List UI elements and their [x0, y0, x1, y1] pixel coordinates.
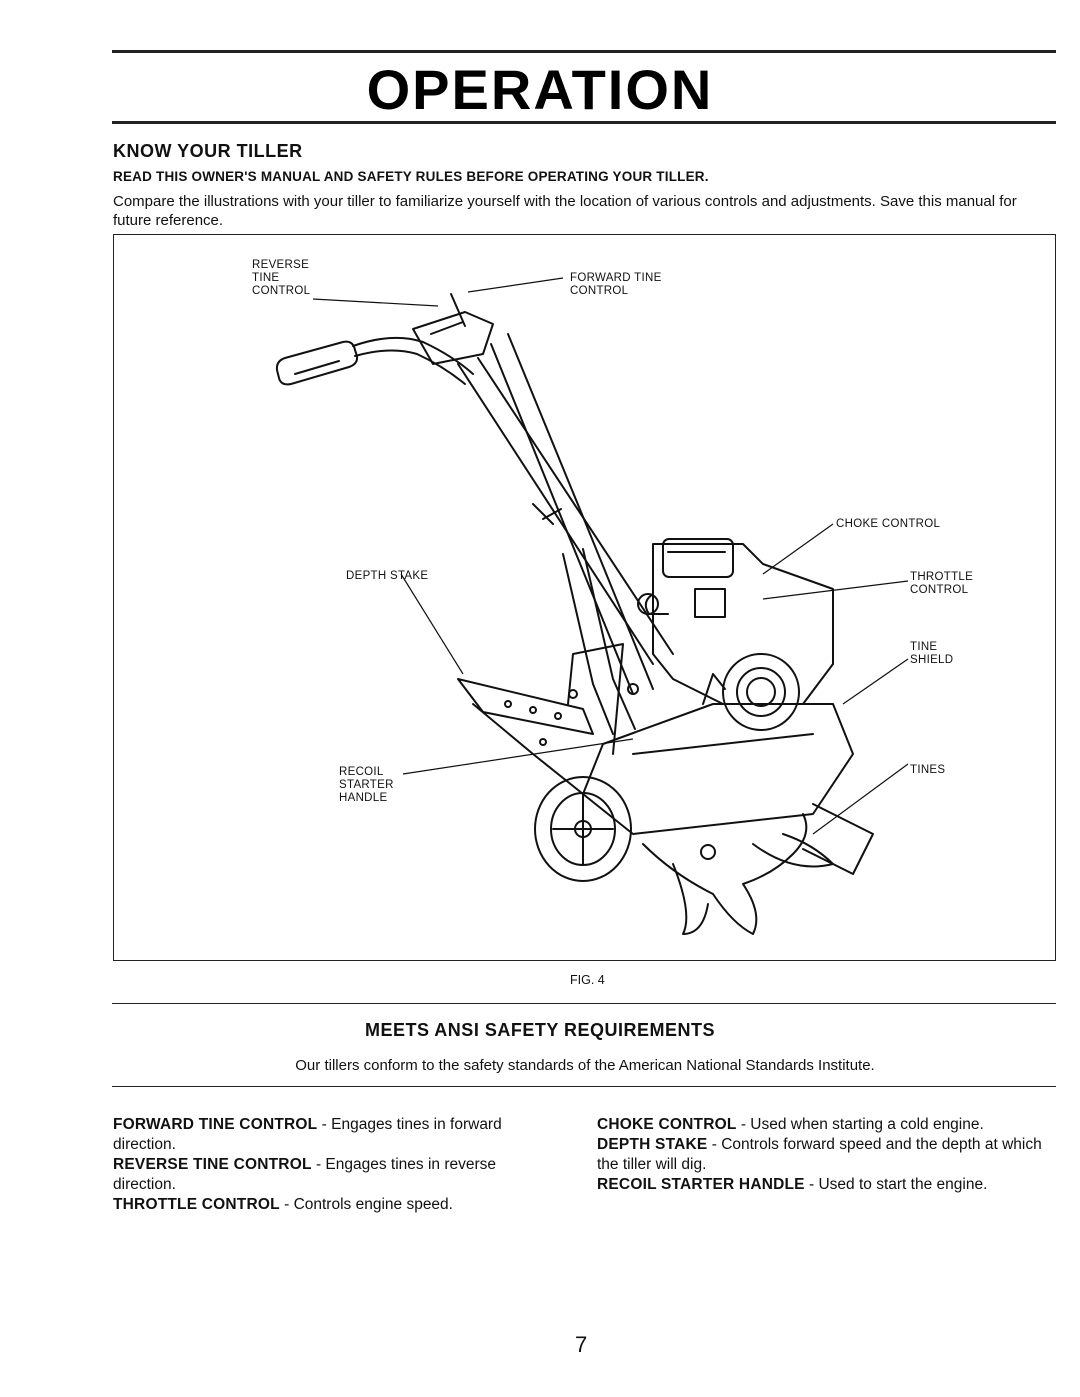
section-heading-know-your-tiller: KNOW YOUR TILLER	[113, 141, 303, 161]
page-number: 7	[575, 1332, 588, 1357]
label-choke-control: CHOKE CONTROL	[836, 518, 941, 530]
section2-bottom-rule	[112, 1086, 1056, 1087]
figure-frame	[113, 234, 1056, 961]
tiller-illustration	[275, 277, 909, 935]
label-depth-stake: DEPTH STAKE	[346, 570, 429, 582]
ansi-paragraph: Our tillers conform to the safety standa…	[295, 1057, 875, 1074]
definition-throttle-control: THROTTLE CONTROL - Controls engine speed…	[113, 1196, 453, 1213]
page-title: OPERATION	[366, 58, 714, 121]
intro-paragraph: Compare the illustrations with your till…	[113, 193, 1017, 229]
section-heading-ansi: MEETS ANSI SAFETY REQUIREMENTS	[364, 1020, 716, 1040]
label-tine-shield: TINE SHIELD	[910, 641, 954, 666]
label-tines: TINES	[910, 764, 946, 776]
definition-depth-stake: DEPTH STAKE - Controls forward speed and…	[597, 1136, 1042, 1173]
safety-warning: READ THIS OWNER'S MANUAL AND SAFETY RULE…	[113, 169, 709, 184]
figure-caption: FIG. 4	[570, 973, 605, 987]
label-throttle-control: THROTTLE CONTROL	[910, 571, 974, 596]
definition-reverse-tine-control: REVERSE TINE CONTROL - Engages tines in …	[113, 1156, 497, 1193]
label-recoil-starter-handle: RECOIL STARTER HANDLE	[339, 766, 394, 804]
header-top-rule	[112, 50, 1056, 53]
definition-recoil-starter-handle: RECOIL STARTER HANDLE - Used to start th…	[597, 1176, 988, 1193]
header-bottom-rule	[112, 121, 1056, 124]
section2-top-rule	[112, 1003, 1056, 1004]
definition-forward-tine-control: FORWARD TINE CONTROL - Engages tines in …	[113, 1116, 502, 1153]
label-forward-tine-control: FORWARD TINE CONTROL	[570, 272, 662, 297]
label-reverse-tine-control: REVERSE TINE CONTROL	[252, 259, 311, 297]
definition-choke-control: CHOKE CONTROL - Used when starting a col…	[597, 1116, 984, 1133]
